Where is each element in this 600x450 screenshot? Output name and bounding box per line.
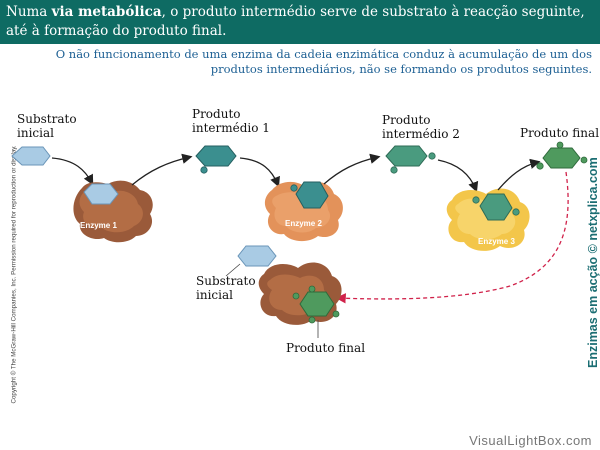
substrate-molecule xyxy=(11,146,51,166)
intermediate1-molecule xyxy=(195,145,237,167)
enzyme-2-substrate-bound xyxy=(295,181,329,209)
enzyme-1-label: Enzyme 1 xyxy=(80,221,117,230)
enzyme-1: Enzyme 1 xyxy=(73,180,153,243)
enzyme-2: Enzyme 2 xyxy=(264,181,343,242)
arrow-intermediate2-to-enzyme3 xyxy=(437,159,479,193)
feedback-inhibition-arrow xyxy=(335,171,569,304)
inhibition-substrate-leader xyxy=(225,263,241,277)
arrow-intermediate1-to-enzyme2 xyxy=(239,157,280,188)
label-inhibition-final: Produto final xyxy=(286,341,366,355)
bound-final-product xyxy=(299,291,335,317)
label-final-product: Produto final xyxy=(520,126,600,140)
title-text: Numa via metabólica, o produto intermédi… xyxy=(6,4,585,39)
intermediate2-molecule xyxy=(385,145,428,167)
enzyme-3: Enzyme 3 xyxy=(446,188,530,251)
side-credit: Enzimas em acção © netxplica.com xyxy=(586,157,600,368)
arrow-substrate-to-enzyme1 xyxy=(51,157,94,186)
arrow-enzyme3-to-final xyxy=(497,158,541,191)
enzyme-2-label: Enzyme 2 xyxy=(285,219,322,228)
enzyme-1-substrate-bound xyxy=(83,183,119,205)
enzyme-3-label: Enzyme 3 xyxy=(478,237,515,246)
enzyme-3-substrate-bound xyxy=(479,193,513,221)
inhibition-substrate-molecule xyxy=(237,245,277,267)
arrow-enzyme2-to-intermediate2 xyxy=(323,153,381,185)
subtitle: O não funcionamento de uma enzima da cad… xyxy=(55,47,592,76)
arrow-enzyme1-to-intermediate1 xyxy=(131,153,193,186)
inhibited-enzyme-1 xyxy=(258,262,342,325)
title-banner: Numa via metabólica, o produto intermédi… xyxy=(0,0,600,44)
final-product-molecule xyxy=(542,147,581,169)
watermark: VisualLightBox.com xyxy=(469,433,592,448)
